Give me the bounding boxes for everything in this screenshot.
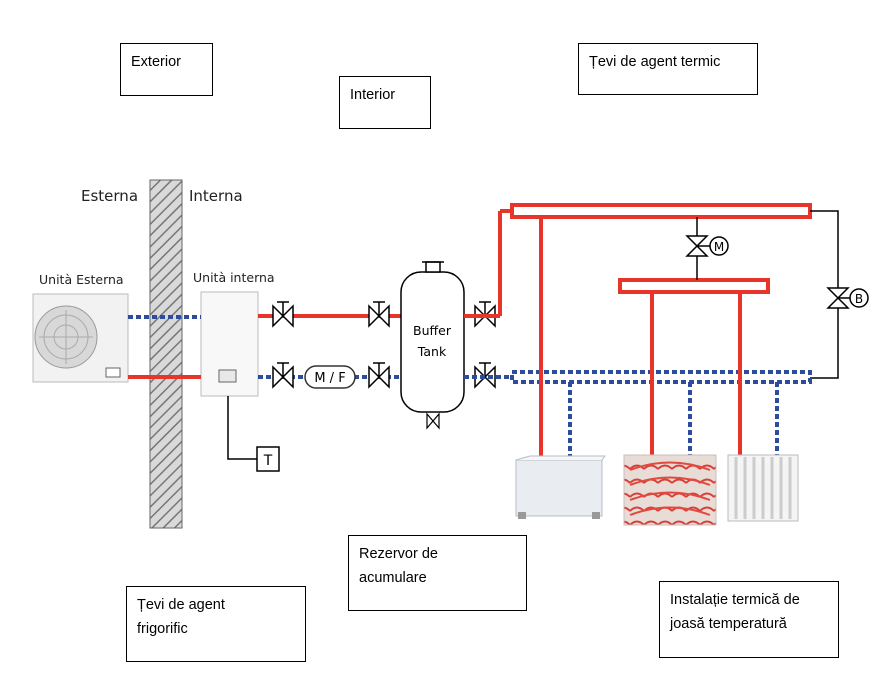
outdoor-unit <box>32 293 129 383</box>
magnetic-filter-label: M / F <box>314 371 345 386</box>
indoor-unit <box>200 291 259 397</box>
thermostat-label: T <box>263 453 273 469</box>
radiator <box>727 454 799 522</box>
label-refrigerant-pipes: Țevi de agent frigorific <box>126 586 306 662</box>
label-interior: Interior <box>339 76 431 129</box>
magnetic-filter <box>304 365 356 389</box>
label-exterior-text: Exterior <box>131 54 181 70</box>
label-thermal-pipes-text: Țevi de agent termic <box>589 54 721 70</box>
label-storage-tank: Rezervor de acumulare <box>348 535 527 611</box>
thermostat-wire <box>227 396 257 460</box>
label-storage-tank-text: Rezervor de acumulare <box>359 546 438 586</box>
label-refrigerant-pipes-text: Țevi de agent frigorific <box>137 597 225 637</box>
buffer-tank <box>400 261 465 430</box>
buffer-tank-label-2: Tank <box>417 344 447 359</box>
wall <box>149 179 183 529</box>
label-interior-text: Interior <box>350 87 396 103</box>
upper-manifold <box>510 203 812 219</box>
valve-return-2 <box>368 362 390 389</box>
buffer-tank-label-1: Buffer <box>413 323 452 338</box>
motor-valve-label: M <box>714 240 724 254</box>
label-thermal-pipes: Țevi de agent termic <box>578 43 758 95</box>
bypass-valve-label: B <box>855 292 863 306</box>
middle-manifold <box>618 278 770 294</box>
esterna-label: Esterna <box>81 187 138 205</box>
bypass-valve-actuator <box>849 288 869 308</box>
outdoor-unit-label: Unità Esterna <box>39 272 124 287</box>
return-manifold <box>510 370 812 384</box>
thermostat-box <box>256 446 280 472</box>
underfloor-heating <box>623 454 717 526</box>
indoor-unit-label: Unità interna <box>193 270 275 285</box>
interna-label: Interna <box>189 187 243 205</box>
motor-valve-actuator <box>709 236 729 256</box>
valve-flow-1 <box>272 301 294 328</box>
label-low-temp-install: Instalație termică de joasă temperatură <box>659 581 839 658</box>
valve-return-1 <box>272 362 294 389</box>
fancoil-unit <box>515 455 606 519</box>
label-exterior: Exterior <box>120 43 213 96</box>
valve-flow-2 <box>368 301 390 328</box>
label-low-temp-install-text: Instalație termică de joasă temperatură <box>670 592 800 632</box>
